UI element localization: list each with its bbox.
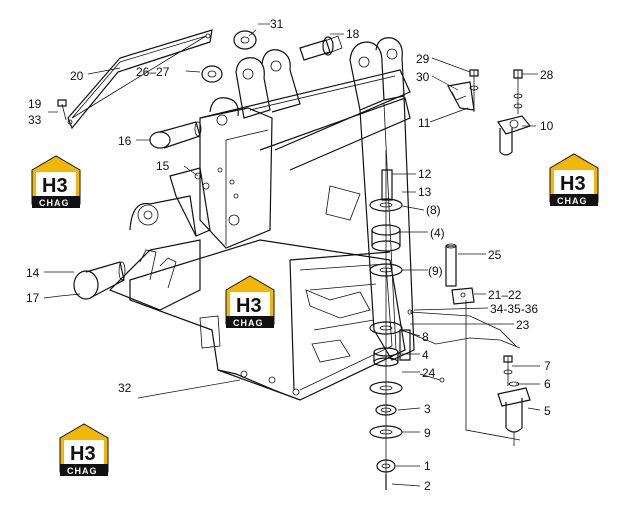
- callout-18: 18: [346, 27, 360, 41]
- callout-6: 6: [544, 377, 551, 391]
- callout-3: 3: [424, 402, 431, 416]
- callout-8: 8: [422, 330, 429, 344]
- callout-15: 15: [156, 159, 170, 173]
- callout-28: 28: [540, 68, 554, 82]
- callout-10: 10: [540, 119, 554, 133]
- clip-21-22: [451, 287, 475, 305]
- hinge-stack: [369, 150, 411, 490]
- cylinder-5: [497, 355, 531, 446]
- pin-18: [299, 35, 343, 61]
- callout-13: 13: [418, 185, 432, 199]
- callout-19: 19: [28, 97, 42, 111]
- watermark-logo-text: H3: [560, 173, 586, 195]
- callout-labels: 31 18 20 26–27 29 30 28 19 33 11 10 16 1…: [26, 17, 554, 493]
- callout-34-35-36: 34-35-36: [490, 302, 538, 316]
- bolt-19-33: [57, 99, 67, 121]
- watermark-logo: H3 CHAG: [59, 423, 109, 476]
- callout-8-paren: (8): [426, 203, 441, 217]
- callout-31: 31: [270, 17, 284, 31]
- watermark-logo-text: H3: [70, 443, 96, 465]
- pin-14: [73, 261, 126, 300]
- callout-24: 24: [422, 366, 436, 380]
- callout-5: 5: [544, 404, 551, 418]
- hoses: [401, 300, 521, 441]
- callout-14: 14: [26, 266, 40, 280]
- watermark-logo: H3 CHAG: [549, 153, 599, 206]
- washer-26-27: [201, 65, 223, 83]
- washer-31: [233, 30, 257, 50]
- bolt-17: [59, 293, 81, 297]
- callout-30: 30: [416, 70, 430, 84]
- callout-7: 7: [544, 359, 551, 373]
- callout-11: 11: [418, 116, 431, 130]
- pin-10-assembly: [497, 69, 532, 156]
- callout-23: 23: [516, 318, 530, 332]
- watermark-logo-text: H3: [42, 175, 68, 197]
- watermark-logo-text: H3: [236, 295, 262, 317]
- callout-4-paren: (4): [430, 226, 445, 240]
- callout-25: 25: [488, 248, 502, 262]
- callout-1: 1: [424, 459, 431, 473]
- watermark-logo: H3 CHAG: [225, 275, 275, 328]
- callout-21-22: 21–22: [488, 288, 522, 302]
- callout-16: 16: [118, 134, 132, 148]
- callout-32: 32: [118, 381, 132, 395]
- callout-9: 9: [424, 426, 431, 440]
- bracket-11: [447, 69, 479, 112]
- watermark-sub-text: CHAG: [67, 466, 98, 476]
- grease-pipe-25: [445, 243, 457, 287]
- watermark-sub-text: CHAG: [39, 198, 70, 208]
- watermark-logo: H3 CHAG: [31, 155, 81, 208]
- callout-29: 29: [416, 52, 430, 66]
- callout-33: 33: [28, 113, 42, 127]
- pin-16: [149, 121, 202, 149]
- callout-9-paren: (9): [428, 264, 443, 278]
- watermark-sub-text: CHAG: [233, 318, 264, 328]
- callout-17: 17: [26, 291, 40, 305]
- front-frame: [108, 37, 415, 401]
- callout-2: 2: [424, 479, 431, 493]
- callout-20: 20: [70, 69, 84, 83]
- callout-4: 4: [422, 348, 429, 362]
- callout-12: 12: [418, 167, 432, 181]
- callout-26-27: 26–27: [136, 65, 170, 79]
- leader-lines: [43, 23, 541, 487]
- cover-plate: [67, 29, 213, 130]
- watermark-sub-text: CHAG: [557, 196, 588, 206]
